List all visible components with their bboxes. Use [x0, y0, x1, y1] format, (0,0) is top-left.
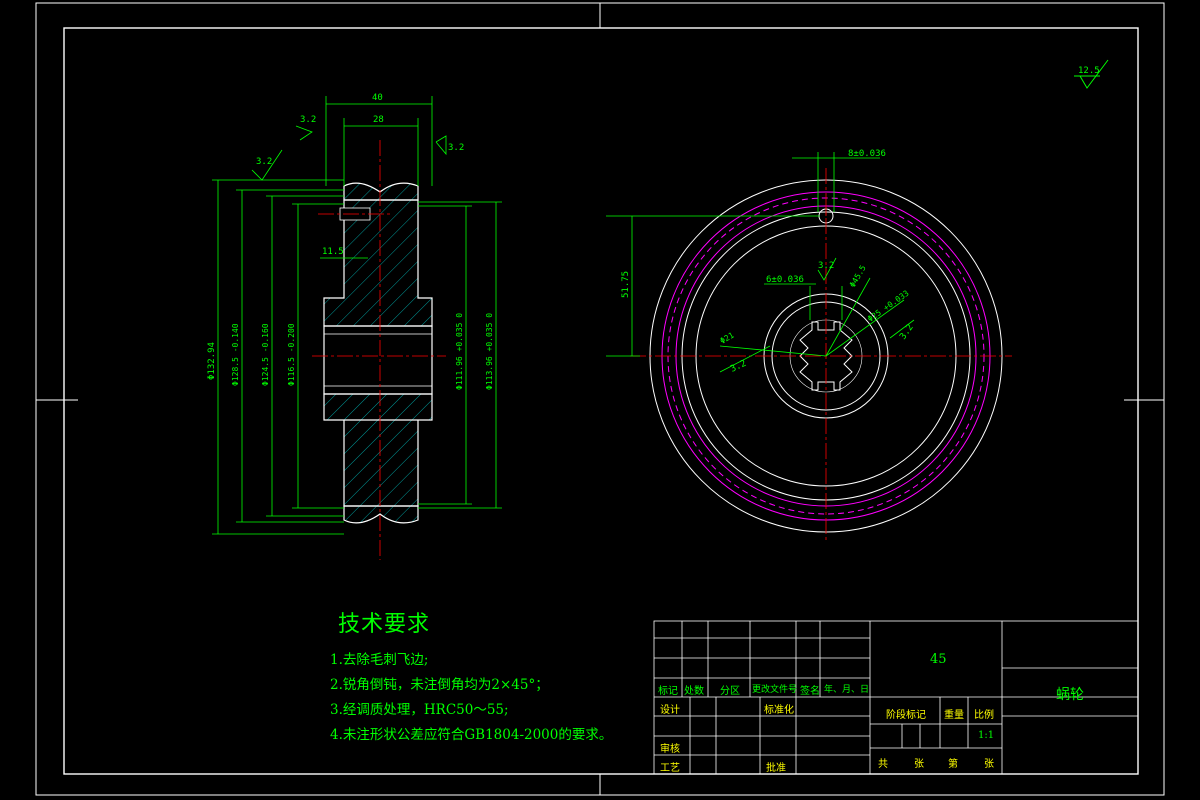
tb-scale-value: 1:1 [978, 730, 995, 741]
tech-requirements-title: 技术要求 [338, 612, 431, 637]
dim-bore-1: Φ111.96 +0.035 0 [455, 313, 464, 390]
tech-requirement-item: 3.经调质处理，HRC50～55; [330, 702, 509, 718]
front-dia-spline: Φ45.5 [848, 263, 868, 289]
front-dia-outer-spline: Φ25 +0.033 [866, 289, 911, 324]
tech-requirement-item: 1.去除毛刺飞边; [330, 652, 429, 668]
tb-standardize: 标准化 [764, 705, 794, 716]
dim-width-inner: 28 [373, 115, 384, 125]
tb-approve: 批准 [766, 763, 786, 774]
roughness-left: 3.2 [300, 115, 316, 125]
front-centerlines [630, 168, 1012, 540]
tb-scale-label: 比例 [974, 710, 994, 721]
front-dimensions [606, 152, 915, 373]
tb-sheet-label-1: 张 [914, 759, 924, 770]
tb-sheet-total: 共 [878, 759, 888, 770]
side-dimensions [212, 96, 502, 535]
section-hatch [323, 182, 433, 524]
front-pin-tol: 8±0.036 [848, 149, 886, 159]
tb-process: 工艺 [660, 763, 680, 774]
tech-requirement-item: 2.锐角倒钝，未注倒角均为2×45°； [330, 677, 549, 693]
tb-header-count: 处数 [684, 686, 704, 697]
drawing-frame [35, 2, 1165, 796]
tb-part-name: 蜗轮 [1056, 687, 1084, 703]
roughness-top: 3.2 [256, 157, 272, 167]
dim-keyway: 11.5 [322, 247, 344, 257]
tb-header-zone: 分区 [720, 686, 740, 697]
tb-design: 设计 [660, 705, 680, 716]
side-view: 40 28 3.2 3.2 3.2 11.5 Φ132.94 Φ128.5 -0… [207, 93, 502, 560]
tb-sheet-label-2: 张 [984, 759, 994, 770]
front-offset: 51.75 [621, 271, 631, 298]
tb-stage-mark: 阶段标记 [886, 710, 926, 721]
front-roughness-1: 3.2 [818, 261, 834, 271]
tb-header-mark: 标记 [658, 686, 678, 697]
title-block-grid [653, 620, 1139, 775]
tb-weight: 重量 [944, 710, 964, 721]
front-key-tol: 6±0.036 [766, 275, 804, 285]
tb-header-sign: 签名 [800, 686, 820, 697]
tb-material: 45 [930, 652, 947, 667]
dim-hub: Φ116.5 -0.200 [287, 323, 296, 386]
dim-bore-2: Φ113.96 +0.035 0 [485, 313, 494, 390]
roughness-right: 3.2 [448, 143, 464, 153]
front-roughness-2: 3.2 [898, 323, 916, 342]
dim-root: Φ124.5 -0.160 [261, 323, 270, 386]
front-roughness-3: 3.2 [729, 359, 748, 375]
tech-requirement-item: 4.未注形状公差应符合GB1804-2000的要求。 [330, 727, 613, 743]
tb-review: 审核 [660, 744, 680, 755]
side-centerlines [312, 140, 446, 560]
front-view: 8±0.036 6±0.036 51.75 3.2 3.2 3.2 Φ45.5 … [606, 149, 1012, 540]
roughness-global-label: 12.5 [1078, 66, 1100, 76]
roughness-symbol-global [1074, 59, 1109, 89]
dim-outer: Φ132.94 [207, 342, 217, 380]
tb-header-date: 年、月、日 [824, 685, 870, 695]
tech-requirements-list: 1.去除毛刺飞边; 2.锐角倒钝，未注倒角均为2×45°； 3.经调质处理，HR… [330, 648, 612, 748]
dim-throat: Φ128.5 -0.140 [231, 323, 240, 386]
tb-sheet-no: 第 [948, 759, 958, 770]
dim-width-total: 40 [372, 93, 383, 103]
front-dia-inner: Φ21 [719, 331, 736, 346]
tb-header-doc: 更改文件号 [752, 685, 798, 695]
